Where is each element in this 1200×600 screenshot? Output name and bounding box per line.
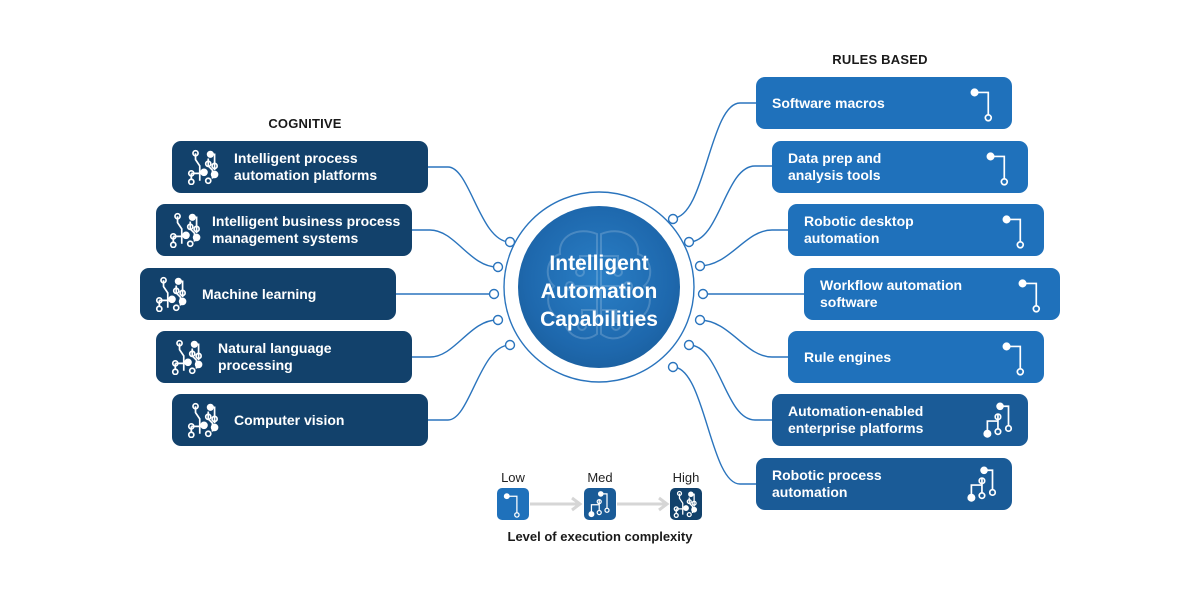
card-label: Robotic desktop automation [804,213,914,246]
brain-circuit-icon [546,230,652,340]
hub-ring [503,191,695,383]
circuit-high-icon [171,339,203,375]
wire-right-2 [688,165,772,243]
wire-right-5 [698,319,788,358]
card-label: Data prep and analysis tools [788,150,882,183]
cognitive-item-intelligent-process-automation[interactable]: Intelligent process automation platforms [172,141,428,193]
card-label: Automation-enabled enterprise platforms [788,403,924,436]
circuit-low-icon [970,88,993,122]
card-label: Computer vision [234,411,345,428]
wire-left-5 [428,344,511,421]
legend-arrow-2 [617,496,670,512]
card-label: Rule engines [804,348,892,365]
legend-label-low: Low [501,470,525,485]
node-right-7 [667,361,679,373]
legend-label-med: Med [587,470,613,485]
wire-right-6 [688,344,772,421]
rules-based-heading: RULES BASED [832,52,928,67]
node-right-4 [697,288,709,300]
node-right-6 [683,339,695,351]
rules-item-rule-engines[interactable]: Rule engines [788,331,1044,383]
legend-swatch-med [584,488,616,520]
node-left-1 [504,236,516,248]
node-right-1 [667,213,679,225]
circuit-low-icon [1002,215,1025,249]
circuit-low-icon [503,493,520,518]
wire-left-4 [412,319,498,358]
circuit-low-icon [986,152,1009,186]
node-left-3 [488,288,500,300]
card-label: Software macros [772,94,885,111]
rules-item-automation-enabled-platforms[interactable]: Automation-enabled enterprise platforms [772,394,1028,446]
hub-circle [518,206,680,368]
wire-right-3 [698,229,788,267]
card-label: Intelligent business process management … [212,213,401,246]
cognitive-item-nlp[interactable]: Natural language processing [156,331,412,383]
legend-swatch-low [497,488,529,520]
circuit-high-icon [187,149,219,185]
circuit-high-icon [673,490,698,518]
rules-item-workflow-automation[interactable]: Workflow automation software [804,268,1060,320]
card-label: Natural language processing [218,340,332,373]
legend-label-high: High [672,470,700,485]
cognitive-heading: COGNITIVE [268,116,342,131]
circuit-high-icon [187,402,219,438]
cognitive-item-computer-vision[interactable]: Computer vision [172,394,428,446]
circuit-low-icon [1002,342,1025,376]
hub-title: Intelligent Automation Capabilities [540,252,658,331]
wire-right-7 [672,366,756,485]
rules-item-software-macros[interactable]: Software macros [756,77,1012,129]
rules-item-robotic-desktop-automation[interactable]: Robotic desktop automation [788,204,1044,256]
rules-item-data-prep[interactable]: Data prep and analysis tools [772,141,1028,193]
card-label: Machine learning [202,285,317,302]
card-label: Robotic process automation [772,467,882,500]
circuit-high-icon [155,276,187,312]
wire-left-1 [428,166,511,243]
legend-caption: Level of execution complexity [507,529,693,544]
node-right-2 [683,236,695,248]
card-label: Intelligent process automation platforms [234,150,378,183]
circuit-med-icon [967,466,997,502]
card-label: Workflow automation software [820,277,963,310]
cognitive-item-machine-learning[interactable]: Machine learning [140,268,396,320]
cognitive-item-intelligent-bpm[interactable]: Intelligent business process management … [156,204,412,256]
node-left-2 [492,261,504,273]
node-left-5 [504,339,516,351]
legend-swatch-high [670,488,702,520]
circuit-low-icon [1018,279,1041,313]
wire-left-2 [412,229,498,268]
circuit-high-icon [169,212,201,248]
wire-right-1 [672,102,756,219]
rules-item-robotic-process-automation[interactable]: Robotic process automation [756,458,1012,510]
node-right-3 [694,260,706,272]
legend-arrow-1 [530,496,583,512]
node-left-4 [492,314,504,326]
circuit-med-icon [588,491,610,518]
node-right-5 [694,314,706,326]
circuit-med-icon [983,402,1013,438]
